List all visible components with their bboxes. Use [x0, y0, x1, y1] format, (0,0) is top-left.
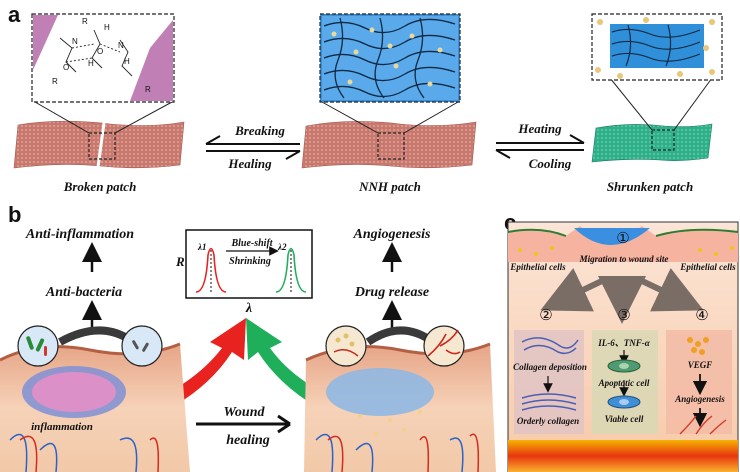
- il6-tnf-label: IL-6、TNF-α: [597, 338, 650, 348]
- drug-release-circle: [325, 325, 367, 367]
- svg-text:λ2: λ2: [277, 242, 287, 252]
- apoptotic-cell-label: Apoptotic cell: [598, 378, 650, 388]
- broken-patch-label: Broken patch: [63, 179, 137, 194]
- inflamed-skin-block: inflammation: [0, 342, 190, 472]
- bacteria-circle-after: [121, 325, 163, 367]
- inflammation-label: inflammation: [31, 421, 93, 433]
- collagen-deposition-label: Collagen deposition: [513, 362, 587, 372]
- angiogenesis-circle: [423, 325, 465, 367]
- shrunken-patch: [591, 77, 713, 163]
- bacteria-circle-before: [17, 325, 59, 367]
- wound-healing-label-2: healing: [226, 433, 270, 448]
- breaking-label: Breaking: [234, 123, 285, 138]
- reflection-spectrum: R λ1 λ2 Blue-shift Shrinking λ: [175, 229, 313, 316]
- breaking-healing-arrows: Breaking Healing: [205, 123, 301, 171]
- anti-bacteria-label: Anti-bacteria: [45, 285, 122, 300]
- wound-healing-label-1: Wound: [224, 405, 266, 420]
- svg-text:Blue-shift: Blue-shift: [230, 238, 273, 249]
- panel-b-label: b: [8, 202, 21, 227]
- epithelial-cells-left-label: Epithelial cells: [509, 262, 566, 272]
- epithelial-cells-right-label: Epithelial cells: [679, 262, 736, 272]
- viable-cell-label: Viable cell: [605, 414, 644, 424]
- svg-text:H: H: [124, 57, 130, 66]
- spectrum-r-label: R: [175, 254, 185, 269]
- svg-text:N: N: [72, 37, 78, 46]
- nnh-network-inset: [319, 13, 461, 103]
- step-1-marker: ①: [616, 229, 629, 247]
- nnh-patch-label: NNH patch: [358, 179, 421, 194]
- bacteria-kill-arrow: [58, 326, 133, 346]
- svg-text:H: H: [88, 59, 94, 68]
- orderly-collagen-label: Orderly collagen: [517, 416, 579, 426]
- shrunken-network-inset: [591, 13, 723, 81]
- step-3-marker: ③: [617, 306, 630, 324]
- vegf-column: [666, 330, 732, 435]
- vegf-label: VEGF: [688, 360, 713, 370]
- svg-text:R: R: [82, 17, 88, 26]
- svg-text:N: N: [118, 41, 124, 50]
- svg-text:H: H: [104, 23, 110, 32]
- angiogenesis-label: Angiogenesis: [352, 227, 431, 242]
- cell-column: [592, 330, 658, 434]
- broken-patch: [13, 101, 185, 169]
- svg-text:R: R: [145, 85, 151, 94]
- step-2-marker: ②: [539, 306, 552, 324]
- collagen-column: [514, 330, 584, 434]
- healing-label: Healing: [227, 156, 272, 171]
- svg-text:O: O: [97, 47, 103, 56]
- hydrogen-bond-inset: R R R H N O O N H H: [31, 13, 175, 103]
- svg-text:λ1: λ1: [197, 242, 207, 252]
- shrunken-patch-label: Shrunken patch: [607, 179, 693, 194]
- cooling-label: Cooling: [529, 156, 572, 171]
- migration-label: Migration to wound site: [579, 254, 669, 264]
- svg-text:O: O: [63, 63, 69, 72]
- anti-inflammation-label: Anti-inflammation: [25, 227, 134, 242]
- lambda-axis-label: λ: [245, 301, 252, 316]
- step-4-marker: ④: [695, 306, 708, 324]
- drug-release-label: Drug release: [354, 285, 429, 300]
- heating-label: Heating: [517, 121, 562, 136]
- panel-c-angiogenesis-label: Angiogenesis: [674, 394, 725, 404]
- panel-c-fan-arrows: [540, 268, 704, 324]
- panel-a-label: a: [8, 2, 21, 27]
- healed-skin-block: [304, 342, 496, 472]
- svg-text:Shrinking: Shrinking: [229, 256, 271, 267]
- tissue-band: [508, 440, 738, 472]
- svg-text:R: R: [52, 77, 58, 86]
- nnh-patch: [301, 101, 477, 169]
- angiogenesis-arrow: [365, 326, 433, 346]
- heating-cooling-arrows: Heating Cooling: [495, 121, 585, 171]
